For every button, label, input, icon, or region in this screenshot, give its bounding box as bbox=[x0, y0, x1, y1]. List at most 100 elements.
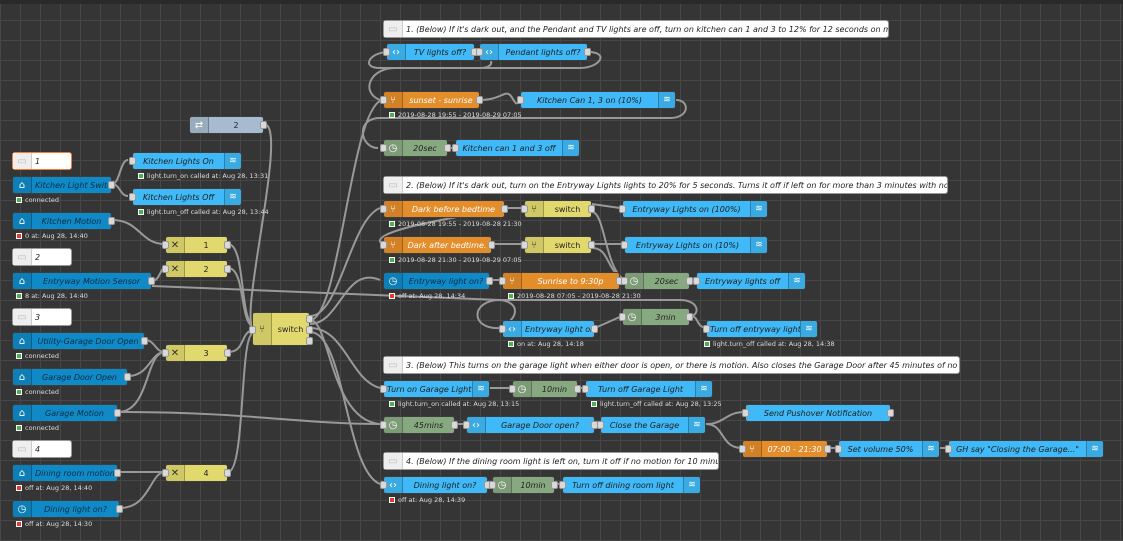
output-port[interactable] bbox=[574, 385, 581, 393]
input-port[interactable] bbox=[476, 48, 483, 56]
node-merge-2[interactable]: ✕2 bbox=[162, 260, 231, 278]
input-port[interactable] bbox=[559, 481, 566, 489]
node-close-garage[interactable]: Close the Garage≋ bbox=[597, 416, 706, 434]
input-port[interactable] bbox=[380, 481, 387, 489]
input-port[interactable] bbox=[162, 349, 169, 357]
node-dining-light[interactable]: ◷Dining light on? bbox=[12, 500, 123, 518]
output-port[interactable] bbox=[306, 326, 313, 334]
node-link-2[interactable]: ⇄2 bbox=[189, 116, 267, 134]
output-port[interactable] bbox=[588, 205, 595, 213]
node-merge-3[interactable]: ✕3 bbox=[162, 344, 231, 362]
input-port[interactable] bbox=[380, 421, 387, 429]
output-port[interactable] bbox=[114, 409, 121, 417]
input-port[interactable] bbox=[452, 144, 459, 152]
output-port[interactable] bbox=[686, 313, 693, 321]
node-dark-before[interactable]: ⑂Dark before bedtime bbox=[380, 200, 508, 218]
node-entryway-motion[interactable]: ⌂Entryway Motion Sensor bbox=[12, 272, 155, 290]
node-merge-4[interactable]: ✕4 bbox=[162, 464, 231, 482]
comment-label-1[interactable]: ▭1 bbox=[12, 152, 72, 170]
output-port[interactable] bbox=[486, 277, 493, 285]
input-port[interactable] bbox=[835, 445, 842, 453]
output-port[interactable] bbox=[686, 277, 693, 285]
output-port[interactable] bbox=[224, 265, 231, 273]
node-20sec[interactable]: ◷20sec bbox=[380, 139, 451, 157]
node-send-pushover[interactable]: Send Pushover Notification bbox=[742, 404, 894, 422]
output-port[interactable] bbox=[306, 337, 313, 345]
input-port[interactable] bbox=[582, 385, 589, 393]
input-port[interactable] bbox=[521, 241, 528, 249]
node-turn-on-garage[interactable]: Turn on Garage Light≋ bbox=[380, 380, 490, 398]
input-port[interactable] bbox=[739, 445, 746, 453]
input-port[interactable] bbox=[509, 385, 516, 393]
node-kitchen-light-switch[interactable]: ⌂Kitchen Light Switch bbox=[12, 176, 115, 194]
output-port[interactable] bbox=[501, 205, 508, 213]
output-port[interactable] bbox=[306, 315, 313, 323]
node-turn-off-dining[interactable]: Turn off dining room light≋ bbox=[559, 476, 701, 494]
node-20sec-b[interactable]: ◷20sec bbox=[621, 272, 693, 290]
output-port[interactable] bbox=[551, 481, 558, 489]
output-port[interactable] bbox=[476, 96, 483, 104]
input-port[interactable] bbox=[489, 481, 496, 489]
node-entry-lights-off[interactable]: Entryway lights off≋ bbox=[693, 272, 806, 290]
output-port[interactable] bbox=[260, 121, 267, 129]
node-dining-light-on[interactable]: ‹›Dining light on? bbox=[380, 476, 491, 494]
comment-section-4[interactable]: ▭4. (Below) If the dining room light is … bbox=[383, 452, 719, 470]
comment-section-3[interactable]: ▭3. (Below) This turns on the garage lig… bbox=[383, 356, 960, 374]
input-port[interactable] bbox=[703, 325, 710, 333]
comment-label-2[interactable]: ▭2 bbox=[12, 248, 72, 266]
input-port[interactable] bbox=[597, 421, 604, 429]
output-port[interactable] bbox=[488, 241, 495, 249]
node-entry-light-on2[interactable]: ‹›Entryway light on? bbox=[499, 320, 598, 338]
node-entry-on-10[interactable]: Entryway Lights on (10%)≋ bbox=[621, 236, 768, 254]
comment-label-3[interactable]: ▭3 bbox=[12, 308, 72, 326]
input-port[interactable] bbox=[249, 326, 256, 334]
node-tv-lights[interactable]: ‹›TV lights off? bbox=[383, 43, 478, 61]
input-port[interactable] bbox=[162, 469, 169, 477]
output-port[interactable] bbox=[116, 505, 123, 513]
node-turn-off-entry[interactable]: Turn off entryway light≋ bbox=[703, 320, 818, 338]
input-port[interactable] bbox=[742, 409, 749, 417]
node-switch-b[interactable]: ⑂switch bbox=[521, 236, 595, 254]
node-gh-say[interactable]: GH say "Closing the Garage..."≋ bbox=[945, 440, 1104, 458]
node-sunset-sunrise[interactable]: ⑂sunset - sunrise bbox=[380, 91, 483, 109]
output-port[interactable] bbox=[148, 277, 155, 285]
output-port[interactable] bbox=[141, 337, 148, 345]
output-port[interactable] bbox=[591, 325, 598, 333]
node-3min[interactable]: ◷3min bbox=[619, 308, 693, 326]
node-garage-door-open[interactable]: ⌂Garage Door Open bbox=[12, 368, 131, 386]
node-kitchen-motion[interactable]: ⌂Kitchen Motion bbox=[12, 212, 115, 230]
input-port[interactable] bbox=[380, 241, 387, 249]
output-port[interactable] bbox=[444, 144, 451, 152]
input-port[interactable] bbox=[621, 277, 628, 285]
input-port[interactable] bbox=[380, 144, 387, 152]
input-port[interactable] bbox=[162, 265, 169, 273]
output-port[interactable] bbox=[824, 445, 831, 453]
output-port[interactable] bbox=[114, 469, 121, 477]
node-garage-motion[interactable]: ⌂Garage Motion bbox=[12, 404, 121, 422]
node-garage-door-q[interactable]: ‹›Garage Door open? bbox=[463, 416, 598, 434]
input-port[interactable] bbox=[129, 193, 136, 201]
comment-section-1[interactable]: ▭1. (Below) If it's dark out, and the Pe… bbox=[383, 20, 889, 38]
input-port[interactable] bbox=[619, 313, 626, 321]
node-main-switch[interactable]: ⑂switch bbox=[249, 312, 313, 346]
output-port[interactable] bbox=[108, 181, 115, 189]
node-entry-light-on[interactable]: ◷Entryway light on? bbox=[383, 272, 493, 290]
node-kitchen-can-on[interactable]: Kitchen Can 1, 3 on (10%)≋ bbox=[517, 91, 676, 109]
input-port[interactable] bbox=[380, 385, 387, 393]
comment-label-4[interactable]: ▭4 bbox=[12, 440, 72, 458]
output-port[interactable] bbox=[451, 421, 458, 429]
node-time-0700[interactable]: ⑂07:00 - 21:30 bbox=[739, 440, 831, 458]
node-10min-b[interactable]: ◷10min bbox=[489, 476, 558, 494]
node-set-volume[interactable]: Set volume 50%≋ bbox=[835, 440, 940, 458]
input-port[interactable] bbox=[945, 445, 952, 453]
input-port[interactable] bbox=[380, 96, 387, 104]
node-sunrise-930[interactable]: ⑂Sunrise to 9:30p bbox=[499, 272, 623, 290]
node-utility-garage-door[interactable]: ⌂Utility-Garage Door Open bbox=[12, 332, 148, 350]
output-port[interactable] bbox=[584, 48, 591, 56]
input-port[interactable] bbox=[499, 277, 506, 285]
output-port[interactable] bbox=[224, 469, 231, 477]
comment-section-2[interactable]: ▭2. (Below) If it's dark out, turn on th… bbox=[383, 176, 948, 194]
output-port[interactable] bbox=[108, 217, 115, 225]
output-port[interactable] bbox=[588, 241, 595, 249]
node-turn-off-garage[interactable]: Turn off Garage Light≋ bbox=[582, 380, 713, 398]
